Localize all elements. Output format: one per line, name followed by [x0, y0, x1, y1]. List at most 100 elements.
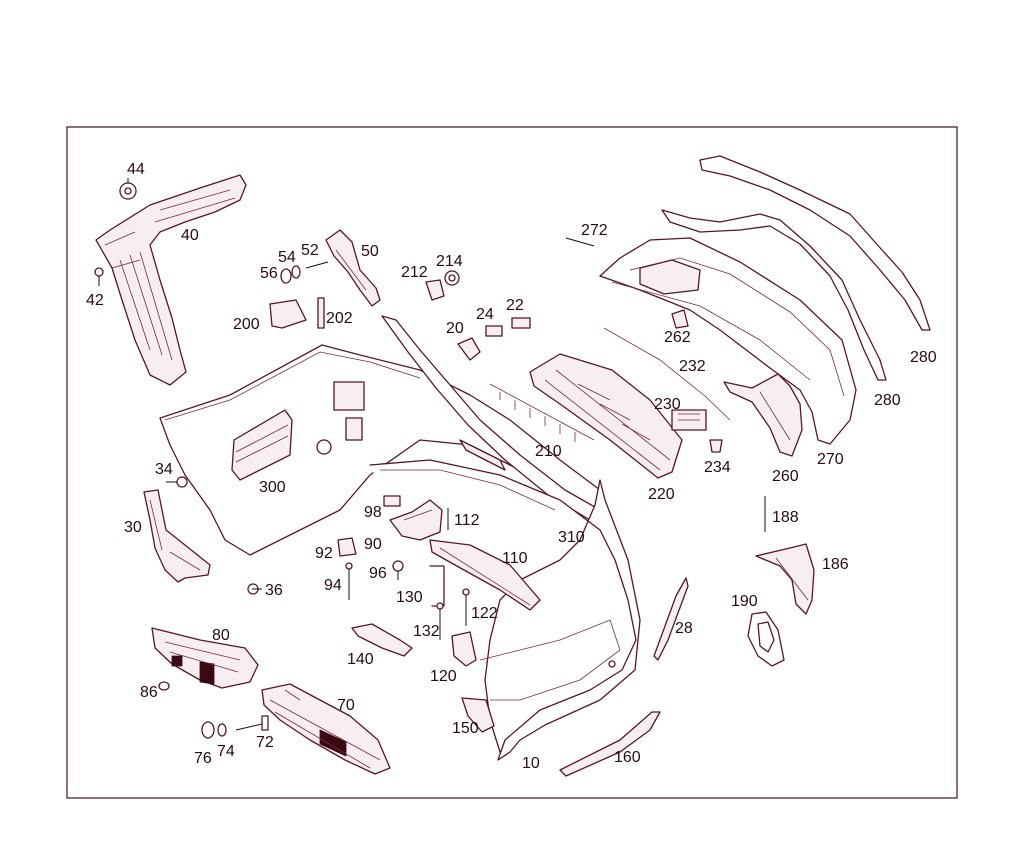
callout-24[interactable]: 24	[476, 306, 494, 323]
part-96-screw[interactable]	[392, 560, 404, 580]
callout-42[interactable]: 42	[86, 292, 104, 309]
part-50-bracket[interactable]	[325, 229, 381, 307]
part-94-pin[interactable]	[345, 562, 353, 600]
callout-70[interactable]: 70	[337, 697, 355, 714]
callout-186[interactable]: 186	[822, 556, 849, 573]
callout-260[interactable]: 260	[772, 468, 799, 485]
part-230-module[interactable]	[671, 409, 707, 431]
part-20-bracket[interactable]	[457, 337, 481, 361]
callout-90[interactable]: 90	[364, 536, 382, 553]
callout-140[interactable]: 140	[347, 651, 374, 668]
callout-132[interactable]: 132	[413, 623, 440, 640]
part-280-trim-upper[interactable]	[699, 155, 931, 331]
callout-300[interactable]: 300	[259, 479, 286, 496]
callout-20[interactable]: 20	[446, 320, 464, 337]
part-122-pin[interactable]	[462, 588, 470, 626]
part-272-clip[interactable]	[565, 237, 595, 247]
part-212-sensor[interactable]	[425, 279, 445, 301]
callout-98[interactable]: 98	[364, 504, 382, 521]
callout-280-upper[interactable]: 280	[910, 349, 937, 366]
part-260-bracket[interactable]	[723, 373, 803, 457]
part-90-mount[interactable]	[389, 499, 443, 541]
callout-28[interactable]: 28	[675, 620, 693, 637]
callout-130[interactable]: 130	[396, 589, 423, 606]
callout-262[interactable]: 262	[664, 329, 691, 346]
part-220-grille[interactable]	[529, 353, 683, 479]
callout-230[interactable]: 230	[654, 396, 681, 413]
part-30-bracket[interactable]	[143, 489, 211, 583]
part-110-trim[interactable]	[429, 539, 541, 611]
part-28-strip[interactable]	[653, 577, 689, 661]
part-80-bracket[interactable]	[151, 627, 259, 689]
callout-44[interactable]: 44	[127, 161, 145, 178]
callout-112[interactable]: 112	[454, 512, 480, 529]
callout-272[interactable]: 272	[581, 222, 608, 239]
part-130-bracket[interactable]	[429, 565, 445, 607]
callout-34[interactable]: 34	[155, 461, 173, 478]
callout-22[interactable]: 22	[506, 297, 524, 314]
callout-74[interactable]: 74	[217, 743, 235, 760]
callout-190[interactable]: 190	[731, 593, 758, 610]
part-98-clip[interactable]	[383, 495, 401, 507]
part-120-bracket[interactable]	[451, 631, 477, 667]
callout-280-lower[interactable]: 280	[874, 392, 901, 409]
callout-120[interactable]: 120	[430, 668, 457, 685]
callout-92[interactable]: 92	[315, 545, 333, 562]
callout-94[interactable]: 94	[324, 577, 342, 594]
part-72-bolt[interactable]	[235, 715, 269, 731]
part-232-cable[interactable]	[603, 327, 731, 421]
callout-110[interactable]: 110	[502, 550, 528, 567]
part-210-wiring[interactable]	[489, 383, 595, 442]
part-76-nut[interactable]	[201, 721, 215, 739]
callout-52[interactable]: 52	[301, 242, 319, 259]
part-56-nut[interactable]	[280, 268, 292, 284]
callout-210[interactable]: 210	[535, 443, 562, 460]
callout-40[interactable]: 40	[181, 227, 199, 244]
callout-188[interactable]: 188	[772, 509, 799, 526]
callout-86[interactable]: 86	[140, 684, 158, 701]
part-150-trim[interactable]	[461, 697, 495, 733]
callout-234[interactable]: 234	[704, 459, 731, 476]
callout-202[interactable]: 202	[326, 310, 353, 327]
part-200-cover[interactable]	[269, 299, 307, 329]
part-54-washer[interactable]	[291, 265, 301, 279]
callout-232[interactable]: 232	[679, 358, 706, 375]
part-160-strip[interactable]	[559, 711, 661, 777]
part-40-bracket[interactable]	[95, 174, 247, 386]
part-42-screw[interactable]	[94, 267, 104, 286]
callout-10[interactable]: 10	[522, 755, 540, 772]
part-300-bumper-cover[interactable]	[159, 344, 601, 556]
callout-80[interactable]: 80	[212, 627, 230, 644]
part-86-washer[interactable]	[158, 681, 170, 691]
part-234-connector[interactable]	[709, 439, 723, 453]
part-186-bracket[interactable]	[755, 543, 815, 615]
callout-150[interactable]: 150	[452, 720, 479, 737]
part-10-bumper[interactable]	[369, 459, 641, 761]
part-44-nut[interactable]	[119, 182, 137, 200]
callout-96[interactable]: 96	[369, 565, 387, 582]
part-74-washer[interactable]	[217, 723, 227, 737]
part-140-bracket[interactable]	[351, 623, 413, 657]
callout-36[interactable]: 36	[265, 582, 283, 599]
part-202-bracket[interactable]	[317, 297, 325, 329]
callout-122[interactable]: 122	[471, 605, 498, 622]
callout-56[interactable]: 56	[260, 265, 278, 282]
callout-212[interactable]: 212	[401, 264, 428, 281]
part-24-clip[interactable]	[485, 325, 503, 337]
callout-270[interactable]: 270	[817, 451, 844, 468]
part-262-clip[interactable]	[671, 309, 689, 329]
part-132-bolt[interactable]	[436, 602, 444, 640]
callout-30[interactable]: 30	[124, 519, 142, 536]
part-214-ring[interactable]	[444, 270, 460, 286]
part-92-clip[interactable]	[337, 537, 357, 557]
callout-76[interactable]: 76	[194, 750, 212, 767]
callout-200[interactable]: 200	[233, 316, 260, 333]
part-270-panel[interactable]	[599, 237, 857, 445]
callout-72[interactable]: 72	[256, 734, 274, 751]
callout-214[interactable]: 214	[436, 253, 463, 270]
callout-54[interactable]: 54	[278, 249, 296, 266]
callout-310[interactable]: 310	[558, 529, 585, 546]
part-190-tip[interactable]	[747, 611, 785, 667]
part-22-clip[interactable]	[511, 317, 531, 329]
callout-160[interactable]: 160	[614, 749, 641, 766]
